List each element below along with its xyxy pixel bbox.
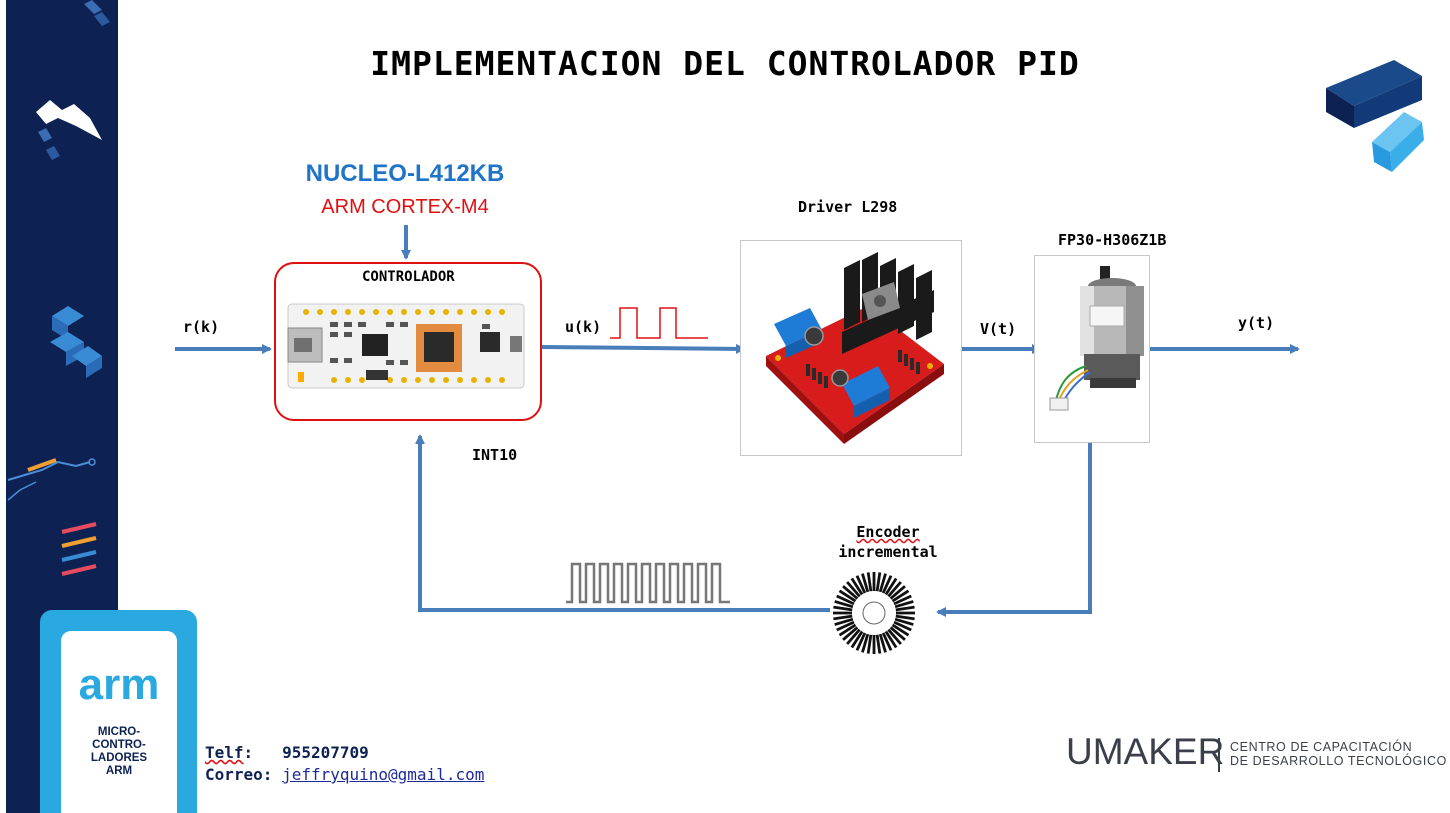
encoder-tick	[838, 623, 857, 637]
controller-label: CONTROLADOR	[362, 269, 455, 285]
encoder-tick	[881, 632, 893, 651]
email-row: Correo: jeffryquino@gmail.com	[205, 765, 484, 784]
encoder-tick	[893, 594, 912, 606]
email-label: Correo	[205, 765, 263, 784]
encoder-tick	[895, 614, 915, 621]
board-name: NUCLEO-L412KB	[305, 160, 505, 187]
arm-wordmark: arm	[78, 660, 160, 709]
encoder-tick	[878, 573, 887, 593]
encoder-label-line2: incremental	[838, 543, 938, 561]
arm-subtitle: MICRO- CONTRO- LADORES ARM	[61, 726, 177, 778]
encoder-tick	[846, 581, 861, 598]
encoder-tick	[833, 605, 853, 612]
encoder-tick	[884, 630, 898, 649]
encoder-tick	[875, 634, 882, 654]
phone-row: Telf: 955207709	[205, 743, 369, 762]
arm-subtitle-line4: ARM	[105, 765, 133, 777]
encoder-tick	[836, 594, 855, 606]
feedback-arrow	[415, 434, 830, 612]
motor-encoder-arrow	[936, 434, 1092, 617]
encoder-tick	[833, 614, 853, 621]
encoder-tick	[850, 630, 864, 649]
encoder-tick	[893, 620, 912, 632]
encoder-tick	[855, 575, 867, 594]
vt-label: V(t)	[980, 320, 1017, 338]
encoder-tick	[834, 617, 854, 626]
cubes-decoration	[1326, 60, 1424, 172]
phone-label: Telf	[205, 743, 244, 762]
rk-label: r(k)	[183, 318, 220, 336]
encoder-tick	[884, 577, 898, 596]
encoder-tick	[842, 626, 859, 641]
brand-tagline: CENTRO DE CAPACITACIÓN DE DESARROLLO TEC…	[1230, 740, 1447, 768]
arm-subtitle-line2: CONTRO-	[92, 739, 146, 751]
encoder-tick	[850, 577, 864, 596]
encoder-tick	[834, 600, 854, 609]
encoder-tick	[875, 572, 882, 592]
encoder-tick	[878, 633, 887, 653]
email-colon: :	[262, 765, 283, 784]
encoder-tick	[881, 575, 893, 594]
encoder-tick	[838, 589, 857, 603]
encoder-tick	[855, 632, 867, 651]
encoder-tick	[842, 585, 859, 600]
sidebar-shapes	[7, 0, 110, 576]
phone-colon: :	[243, 743, 283, 762]
arm-logo-card	[61, 631, 177, 813]
encoder-tick	[889, 626, 906, 641]
nucleo-board-image	[287, 303, 525, 389]
encoder-tick	[861, 573, 870, 593]
encoder-tick	[887, 628, 902, 645]
uk-label: u(k)	[565, 318, 602, 336]
encoder-tick	[846, 628, 861, 645]
pwm-signal	[610, 307, 708, 339]
page-title: IMPLEMENTACION DEL CONTROLADOR PID	[370, 44, 1080, 83]
brand-tagline-line2: DE DESARROLLO TECNOLÓGICO	[1230, 754, 1447, 768]
umaker-logo: UMAKER	[1066, 731, 1225, 772]
encoder-tick	[887, 581, 902, 598]
encoder-tick	[861, 633, 870, 653]
encoder-tick	[889, 585, 906, 600]
arm-subtitle-line3: LADORES	[90, 752, 148, 764]
l298-driver-image	[766, 252, 944, 444]
driver-label: Driver L298	[798, 198, 898, 216]
encoder-label: Encoder incremental	[828, 522, 948, 562]
encoder-tick	[866, 572, 873, 592]
brand-divider	[1218, 738, 1220, 772]
encoder-tick	[891, 589, 910, 603]
uk-arrow	[541, 343, 746, 354]
int-label: INT10	[472, 446, 518, 464]
encoder-tick	[836, 620, 855, 632]
email-link[interactable]: jeffryquino@gmail.com	[282, 765, 485, 784]
phone-value: 955207709	[282, 743, 369, 762]
encoder-tick	[866, 634, 873, 654]
encoder-tick	[895, 605, 915, 612]
dc-motor-image	[1049, 266, 1144, 411]
encoder-pulse-signal	[566, 562, 730, 604]
motor-label: FP30-H306Z1B	[1058, 231, 1167, 249]
brand-tagline-line1: CENTRO DE CAPACITACIÓN	[1230, 740, 1413, 754]
arm-subtitle-line1: MICRO-	[97, 726, 141, 738]
yt-label: y(t)	[1238, 314, 1275, 332]
encoder-tick	[894, 600, 914, 609]
cpu-name: ARM CORTEX-M4	[321, 196, 489, 218]
encoder-tick	[894, 617, 914, 626]
encoder-disc-icon	[833, 572, 915, 654]
encoder-tick	[891, 623, 910, 637]
encoder-label-line1: Encoder	[856, 523, 920, 541]
